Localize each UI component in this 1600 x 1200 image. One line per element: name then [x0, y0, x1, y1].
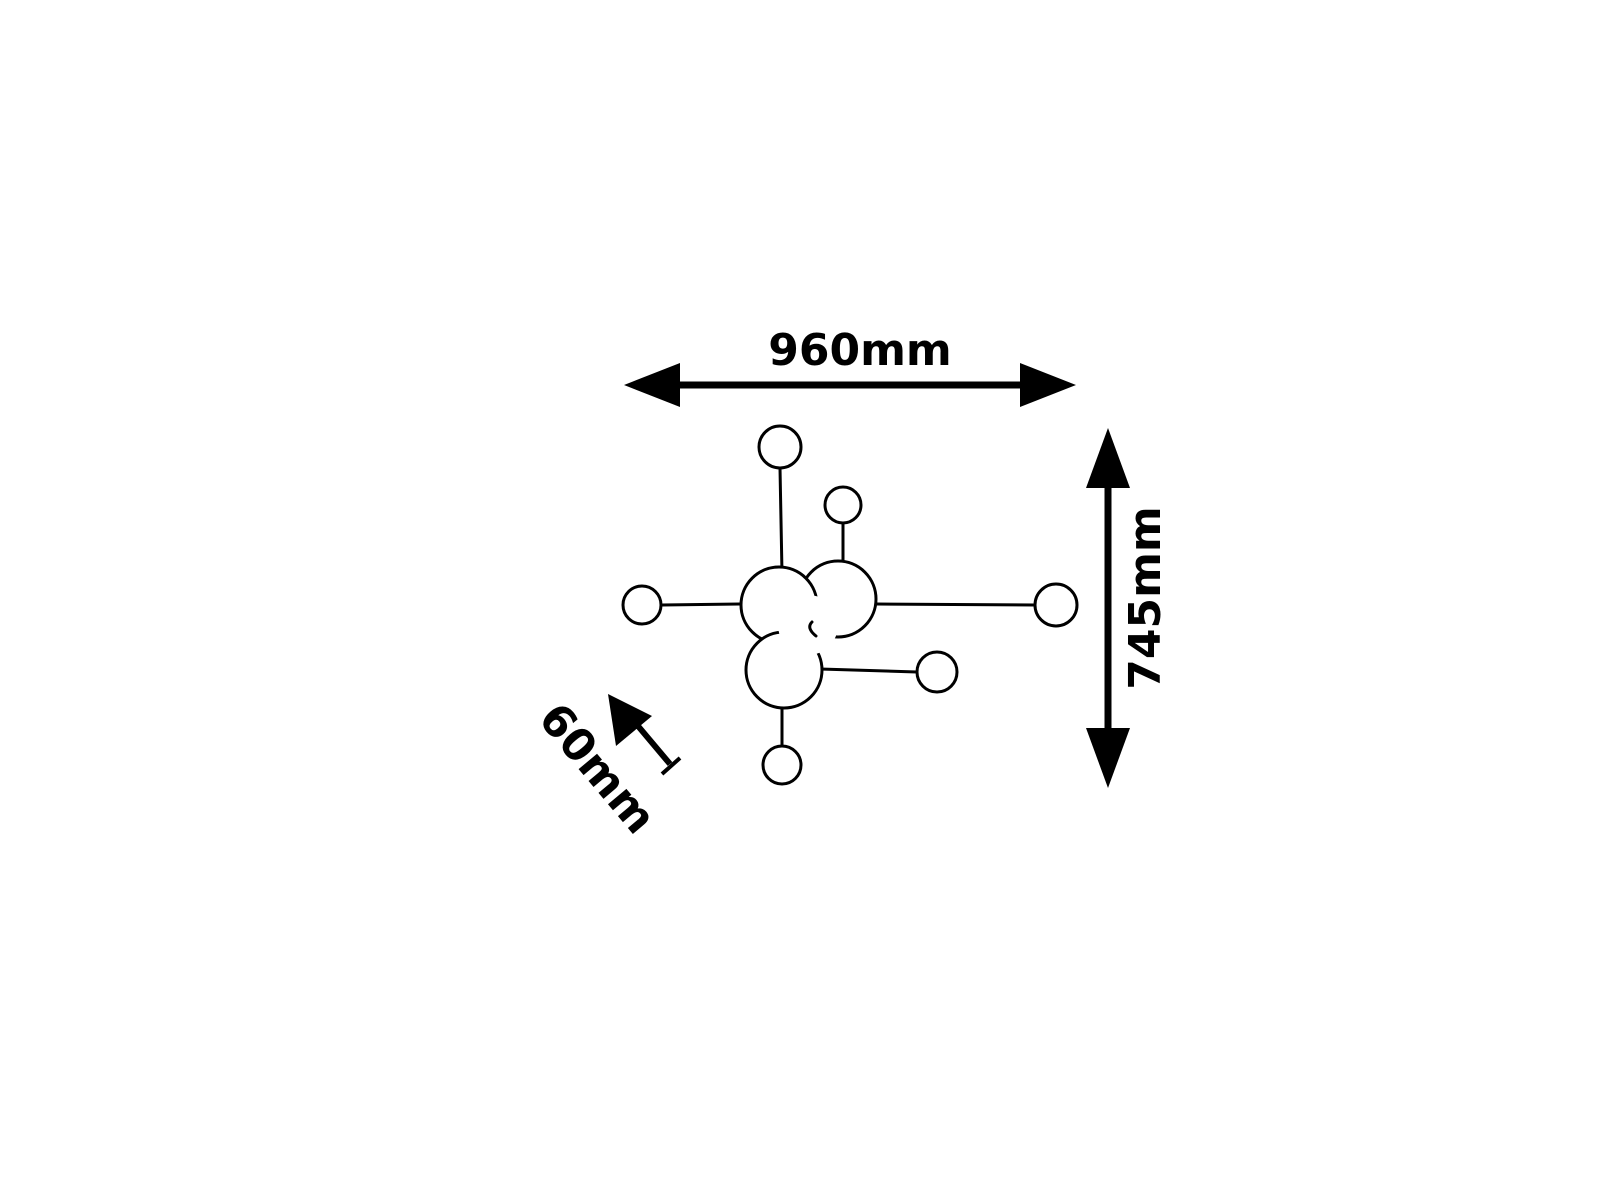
- width-dimension: 960mm: [624, 325, 1076, 407]
- height-dimension: 745mm: [1086, 428, 1171, 788]
- depth-arrow-head: [608, 694, 652, 746]
- hub-fill: [778, 595, 838, 655]
- height-label: 745mm: [1120, 506, 1171, 690]
- central-hub: [739, 559, 878, 710]
- arm-lower-right: [818, 667, 919, 674]
- width-arrow-left-head: [624, 363, 680, 407]
- height-arrow-bottom-head: [1086, 728, 1130, 788]
- globe-lower-right: [915, 650, 959, 694]
- arm-left: [660, 602, 742, 607]
- depth-arrow-shaft: [635, 724, 673, 766]
- width-arrow-right-head: [1020, 363, 1076, 407]
- width-label: 960mm: [768, 325, 952, 376]
- height-arrow-top-head: [1086, 428, 1130, 488]
- depth-arrow-tail-bar: [660, 756, 682, 776]
- arm-right: [874, 602, 1037, 607]
- globe-left: [621, 584, 663, 626]
- light-fixture: [621, 424, 1079, 786]
- arm-top-left: [778, 466, 784, 575]
- globe-right: [1033, 582, 1079, 628]
- hub-notch: [808, 620, 818, 638]
- globe-bottom: [761, 744, 803, 786]
- depth-dimension: 60mm: [528, 694, 682, 844]
- globe-top-left: [757, 424, 803, 470]
- globe-top-right: [823, 485, 863, 525]
